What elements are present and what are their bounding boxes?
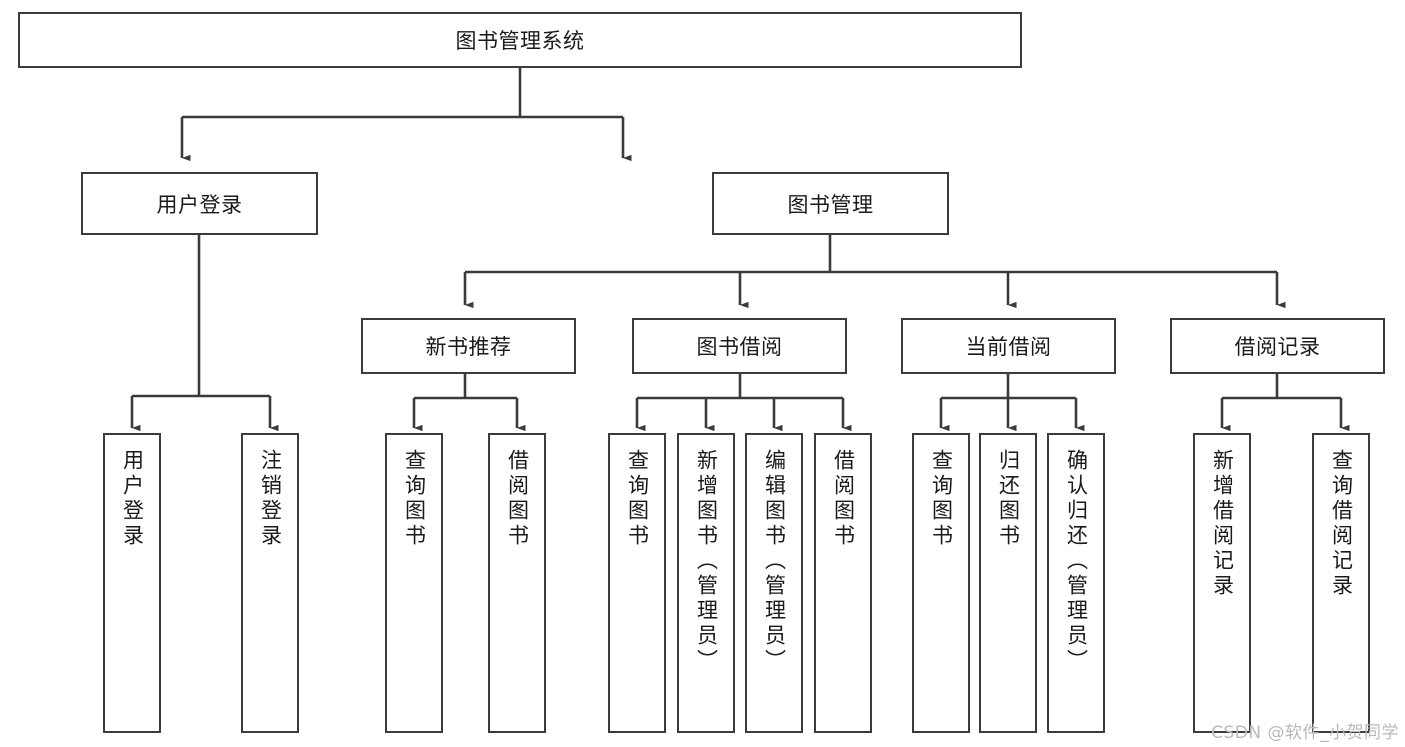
node-book-borrow[interactable]: 图书借阅 — [632, 318, 847, 374]
node-current-borrow[interactable]: 当前借阅 — [901, 318, 1116, 374]
node-label: 查询图书 — [402, 449, 427, 549]
leaf-record-query-record[interactable]: 查询借阅记录 — [1312, 433, 1370, 733]
node-label: 查询借阅记录 — [1329, 449, 1354, 599]
leaf-current-query-book[interactable]: 查询图书 — [912, 433, 970, 733]
node-label: 注销登录 — [258, 449, 283, 549]
edges-currentborrow-to-leaves — [939, 374, 1085, 432]
leaf-record-add-record[interactable]: 新增借阅记录 — [1193, 433, 1251, 733]
leaf-recommend-query-book[interactable]: 查询图书 — [385, 433, 443, 733]
leaf-recommend-borrow-book[interactable]: 借阅图书 — [488, 433, 546, 733]
node-label: 借阅记录 — [1234, 335, 1321, 359]
node-user-login[interactable]: 用户登录 — [81, 172, 318, 235]
leaf-borrow-borrow-book[interactable]: 借阅图书 — [814, 433, 872, 733]
node-label: 借阅图书 — [505, 449, 530, 549]
node-label: 新书推荐 — [425, 335, 512, 359]
edges-root-to-level2 — [180, 68, 632, 162]
edges-newbook-to-leaves — [412, 374, 526, 432]
node-label: 用户登录 — [120, 449, 145, 549]
edges-userlogin-to-leaves — [130, 235, 279, 432]
node-root-system[interactable]: 图书管理系统 — [18, 12, 1022, 68]
leaf-borrow-add-book[interactable]: 新增图书（管理员） — [677, 433, 735, 733]
leaf-current-return-book[interactable]: 归还图书 — [979, 433, 1037, 733]
edges-bookmgmt-to-level3 — [463, 235, 1286, 309]
node-book-management[interactable]: 图书管理 — [712, 172, 949, 235]
edges-bookborrow-to-leaves — [635, 374, 852, 432]
node-borrow-record[interactable]: 借阅记录 — [1170, 318, 1385, 374]
node-new-book-recommend[interactable]: 新书推荐 — [361, 318, 576, 374]
node-label: 图书管理系统 — [455, 29, 585, 53]
leaf-logout[interactable]: 注销登录 — [241, 433, 299, 733]
node-label: 编辑图书（管理员） — [762, 449, 787, 674]
node-label: 查询图书 — [625, 449, 650, 549]
node-label: 归还图书 — [996, 449, 1021, 549]
edges-borrowrecord-to-leaves — [1220, 374, 1350, 432]
node-label: 新增借阅记录 — [1210, 449, 1235, 599]
leaf-borrow-edit-book[interactable]: 编辑图书（管理员） — [745, 433, 803, 733]
node-label: 用户登录 — [156, 192, 243, 217]
node-label: 图书管理 — [787, 192, 874, 217]
node-label: 新增图书（管理员） — [694, 449, 719, 674]
node-label: 借阅图书 — [831, 449, 856, 549]
leaf-user-login[interactable]: 用户登录 — [103, 433, 161, 733]
node-label: 查询图书 — [929, 449, 954, 549]
leaf-current-confirm-return[interactable]: 确认归还（管理员） — [1047, 433, 1105, 733]
node-label: 确认归还（管理员） — [1064, 449, 1089, 674]
leaf-borrow-query-book[interactable]: 查询图书 — [608, 433, 666, 733]
watermark-text: CSDN @软件_小贺同学 — [1211, 723, 1399, 743]
node-label: 当前借阅 — [965, 335, 1052, 359]
node-label: 图书借阅 — [696, 335, 783, 359]
